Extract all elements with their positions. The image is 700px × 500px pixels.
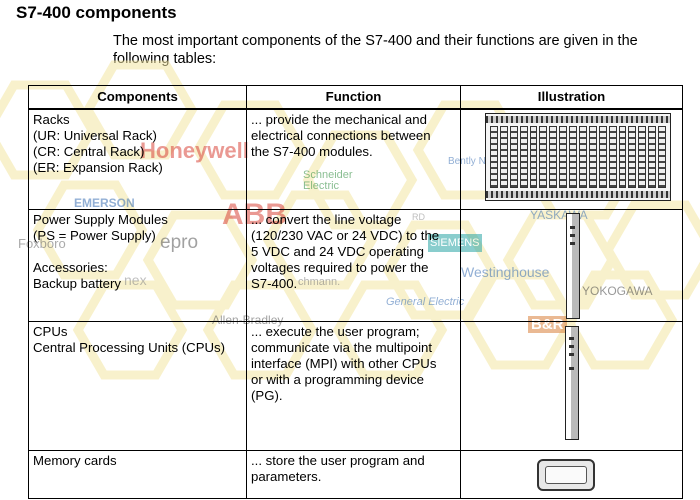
rack-slot	[658, 126, 667, 188]
power-supply-module-image	[566, 212, 580, 319]
rack-slot	[509, 126, 518, 188]
component-line: Backup battery	[33, 275, 121, 291]
rack-slot	[598, 126, 607, 188]
function-line: ... provide the mechanical and	[251, 112, 427, 127]
rack-slot	[628, 126, 637, 188]
table-row-memory-cards: Memory cards ... store the user program …	[28, 449, 683, 499]
components-cell: CPUs Central Processing Units (CPUs)	[28, 320, 247, 451]
intro-paragraph: The most important components of the S7-…	[113, 33, 638, 67]
function-line: communicate via the multipoint	[251, 339, 433, 355]
rack-slot	[638, 126, 647, 188]
page-heading: S7-400 components	[16, 3, 177, 22]
function-cell: ... provide the mechanical and electrica…	[246, 108, 461, 210]
function-line: ... convert the line voltage	[251, 211, 402, 227]
component-spacer	[33, 244, 242, 260]
components-cell: Memory cards	[28, 449, 247, 499]
function-line: (120/230 VAC or 24 VDC) to the	[251, 227, 440, 243]
function-line: parameters.	[251, 468, 322, 484]
rack-slot	[529, 126, 538, 188]
function-line: interface (MPI) with other CPUs	[251, 355, 437, 371]
component-line: Central Processing Units (CPUs)	[33, 339, 226, 355]
rack-slot	[648, 126, 657, 188]
function-cell: ... convert the line voltage (120/230 VA…	[246, 208, 461, 322]
memory-card-illustration	[460, 449, 683, 499]
function-line: electrical connections between	[251, 128, 431, 143]
rack-slot	[519, 126, 528, 188]
table-row-cpus: CPUs Central Processing Units (CPUs) ...…	[28, 320, 683, 451]
function-cell: ... execute the user program; communicat…	[246, 320, 461, 451]
table-row-racks: Racks (UR: Universal Rack) (CR: Central …	[28, 108, 683, 210]
function-cell: ... store the user program and parameter…	[246, 449, 461, 499]
power-supply-module-illustration	[460, 208, 683, 322]
rack-slot	[559, 126, 568, 188]
memory-card-image	[537, 458, 595, 491]
component-line: Accessories:	[33, 259, 108, 275]
table-header-row: Components Function Illustration	[28, 85, 683, 110]
function-line: (PG).	[251, 387, 283, 403]
function-line: S7-400.	[251, 275, 298, 291]
component-line: (CR: Central Rack)	[33, 144, 145, 159]
cpu-module-illustration	[460, 320, 683, 451]
component-line: (ER: Expansion Rack)	[33, 160, 163, 175]
rack-slot	[608, 126, 617, 188]
function-line: 5 VDC and 24 VDC operating	[251, 243, 425, 259]
rack-image	[485, 113, 671, 201]
header-components: Components	[28, 85, 247, 110]
components-cell: Racks (UR: Universal Rack) (CR: Central …	[28, 108, 247, 210]
function-line: voltages required to power the	[251, 259, 429, 275]
cpu-module-image	[565, 325, 579, 440]
component-line: CPUs	[33, 323, 68, 339]
rack-slot	[539, 126, 548, 188]
components-cell: Power Supply Modules (PS = Power Supply)…	[28, 208, 247, 322]
component-line: Power Supply Modules	[33, 211, 168, 227]
rack-slot	[588, 126, 597, 188]
header-function: Function	[246, 85, 461, 110]
components-table: Components Function Illustration Racks (…	[28, 85, 683, 499]
function-line: the S7-400 modules.	[251, 144, 373, 159]
function-line: ... execute the user program;	[251, 323, 420, 339]
rack-slot	[579, 126, 587, 188]
header-illustration: Illustration	[460, 85, 683, 110]
table-row-power-supply: Power Supply Modules (PS = Power Supply)…	[28, 208, 683, 322]
rack-illustration	[460, 108, 683, 210]
component-line: (PS = Power Supply)	[33, 227, 156, 243]
rack-slot	[549, 126, 558, 188]
function-line: or with a programming device	[251, 371, 424, 387]
rack-slot	[490, 126, 498, 188]
rack-slot	[499, 126, 508, 188]
rack-slot	[618, 126, 627, 188]
component-line: Racks	[33, 112, 70, 127]
component-line: Memory cards	[33, 452, 117, 468]
function-line: ... store the user program and	[251, 452, 425, 468]
component-line: (UR: Universal Rack)	[33, 128, 157, 143]
rack-slot	[569, 126, 578, 188]
